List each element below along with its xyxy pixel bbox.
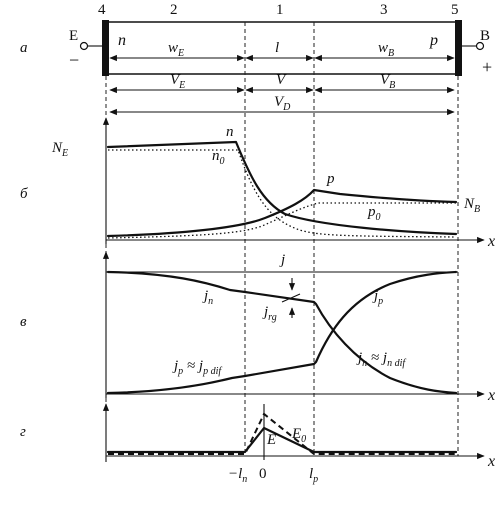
wE-label: wE [168, 40, 184, 59]
region-number-2: 2 [170, 2, 178, 18]
E0-label: E0 [291, 426, 306, 445]
terminal-minus-sign: − [69, 50, 79, 70]
panel-letter-a: а [20, 40, 28, 56]
panel-letter-g: г [20, 424, 26, 440]
region-number-3: 3 [380, 2, 388, 18]
l-label: l [275, 40, 279, 56]
axis-x-label-v: x [487, 387, 495, 404]
n-region-label: n [118, 32, 126, 49]
NE-label: NE [51, 140, 68, 159]
VD-label: VD [274, 94, 291, 113]
axis-x-label-b: x [487, 233, 495, 250]
VB-label: VB [380, 72, 395, 91]
hole-density-curve [106, 188, 458, 238]
emitter-terminal [79, 41, 89, 51]
jrg-label: jrg [262, 304, 277, 323]
p-region-label: p [429, 32, 438, 49]
terminal-b-label: B [480, 28, 490, 44]
E-label: E [266, 432, 276, 448]
electron-current-curve [106, 270, 458, 395]
field-curve [106, 426, 458, 454]
device-body [79, 20, 485, 76]
axis-x-label-g: x [487, 453, 495, 470]
jn-label: jn [202, 288, 213, 307]
region-number-4: 4 [98, 2, 106, 18]
NB-label: NB [463, 196, 480, 215]
p-curve-label: p [326, 171, 335, 187]
region-number-1: 1 [276, 2, 284, 18]
n-curve-label: n [226, 124, 234, 140]
terminal-plus-sign: + [482, 57, 492, 77]
hole-equilibrium-curve [107, 202, 456, 239]
jrg-tick [281, 293, 301, 303]
jn-approx-label: jn ≈ jn dif [356, 350, 406, 369]
panel-letter-b: б [20, 186, 28, 202]
minus-ln-label: −ln [228, 466, 247, 485]
V-label: V [276, 72, 287, 88]
base-terminal [475, 41, 485, 51]
zero-label: 0 [259, 466, 267, 482]
n0-curve-label: n0 [212, 148, 225, 167]
panel-letter-v: в [20, 314, 27, 330]
wB-label: wB [378, 40, 394, 59]
lp-label: lp [309, 466, 318, 485]
p0-curve-label: p0 [367, 204, 381, 223]
right-contact [455, 20, 462, 76]
region-number-5: 5 [451, 2, 459, 18]
electron-equilibrium-curve [108, 149, 457, 238]
jp-approx-label: jp ≈ jp dif [172, 358, 222, 377]
equilibrium-field-curve [108, 412, 456, 455]
left-contact [102, 20, 109, 76]
VE-label: VE [170, 72, 185, 91]
electron-density-curve [106, 140, 458, 236]
j-label: j [279, 252, 285, 268]
terminal-e-label: E [69, 28, 78, 44]
hole-current-curve [106, 270, 458, 395]
jp-label: jp [372, 288, 383, 307]
